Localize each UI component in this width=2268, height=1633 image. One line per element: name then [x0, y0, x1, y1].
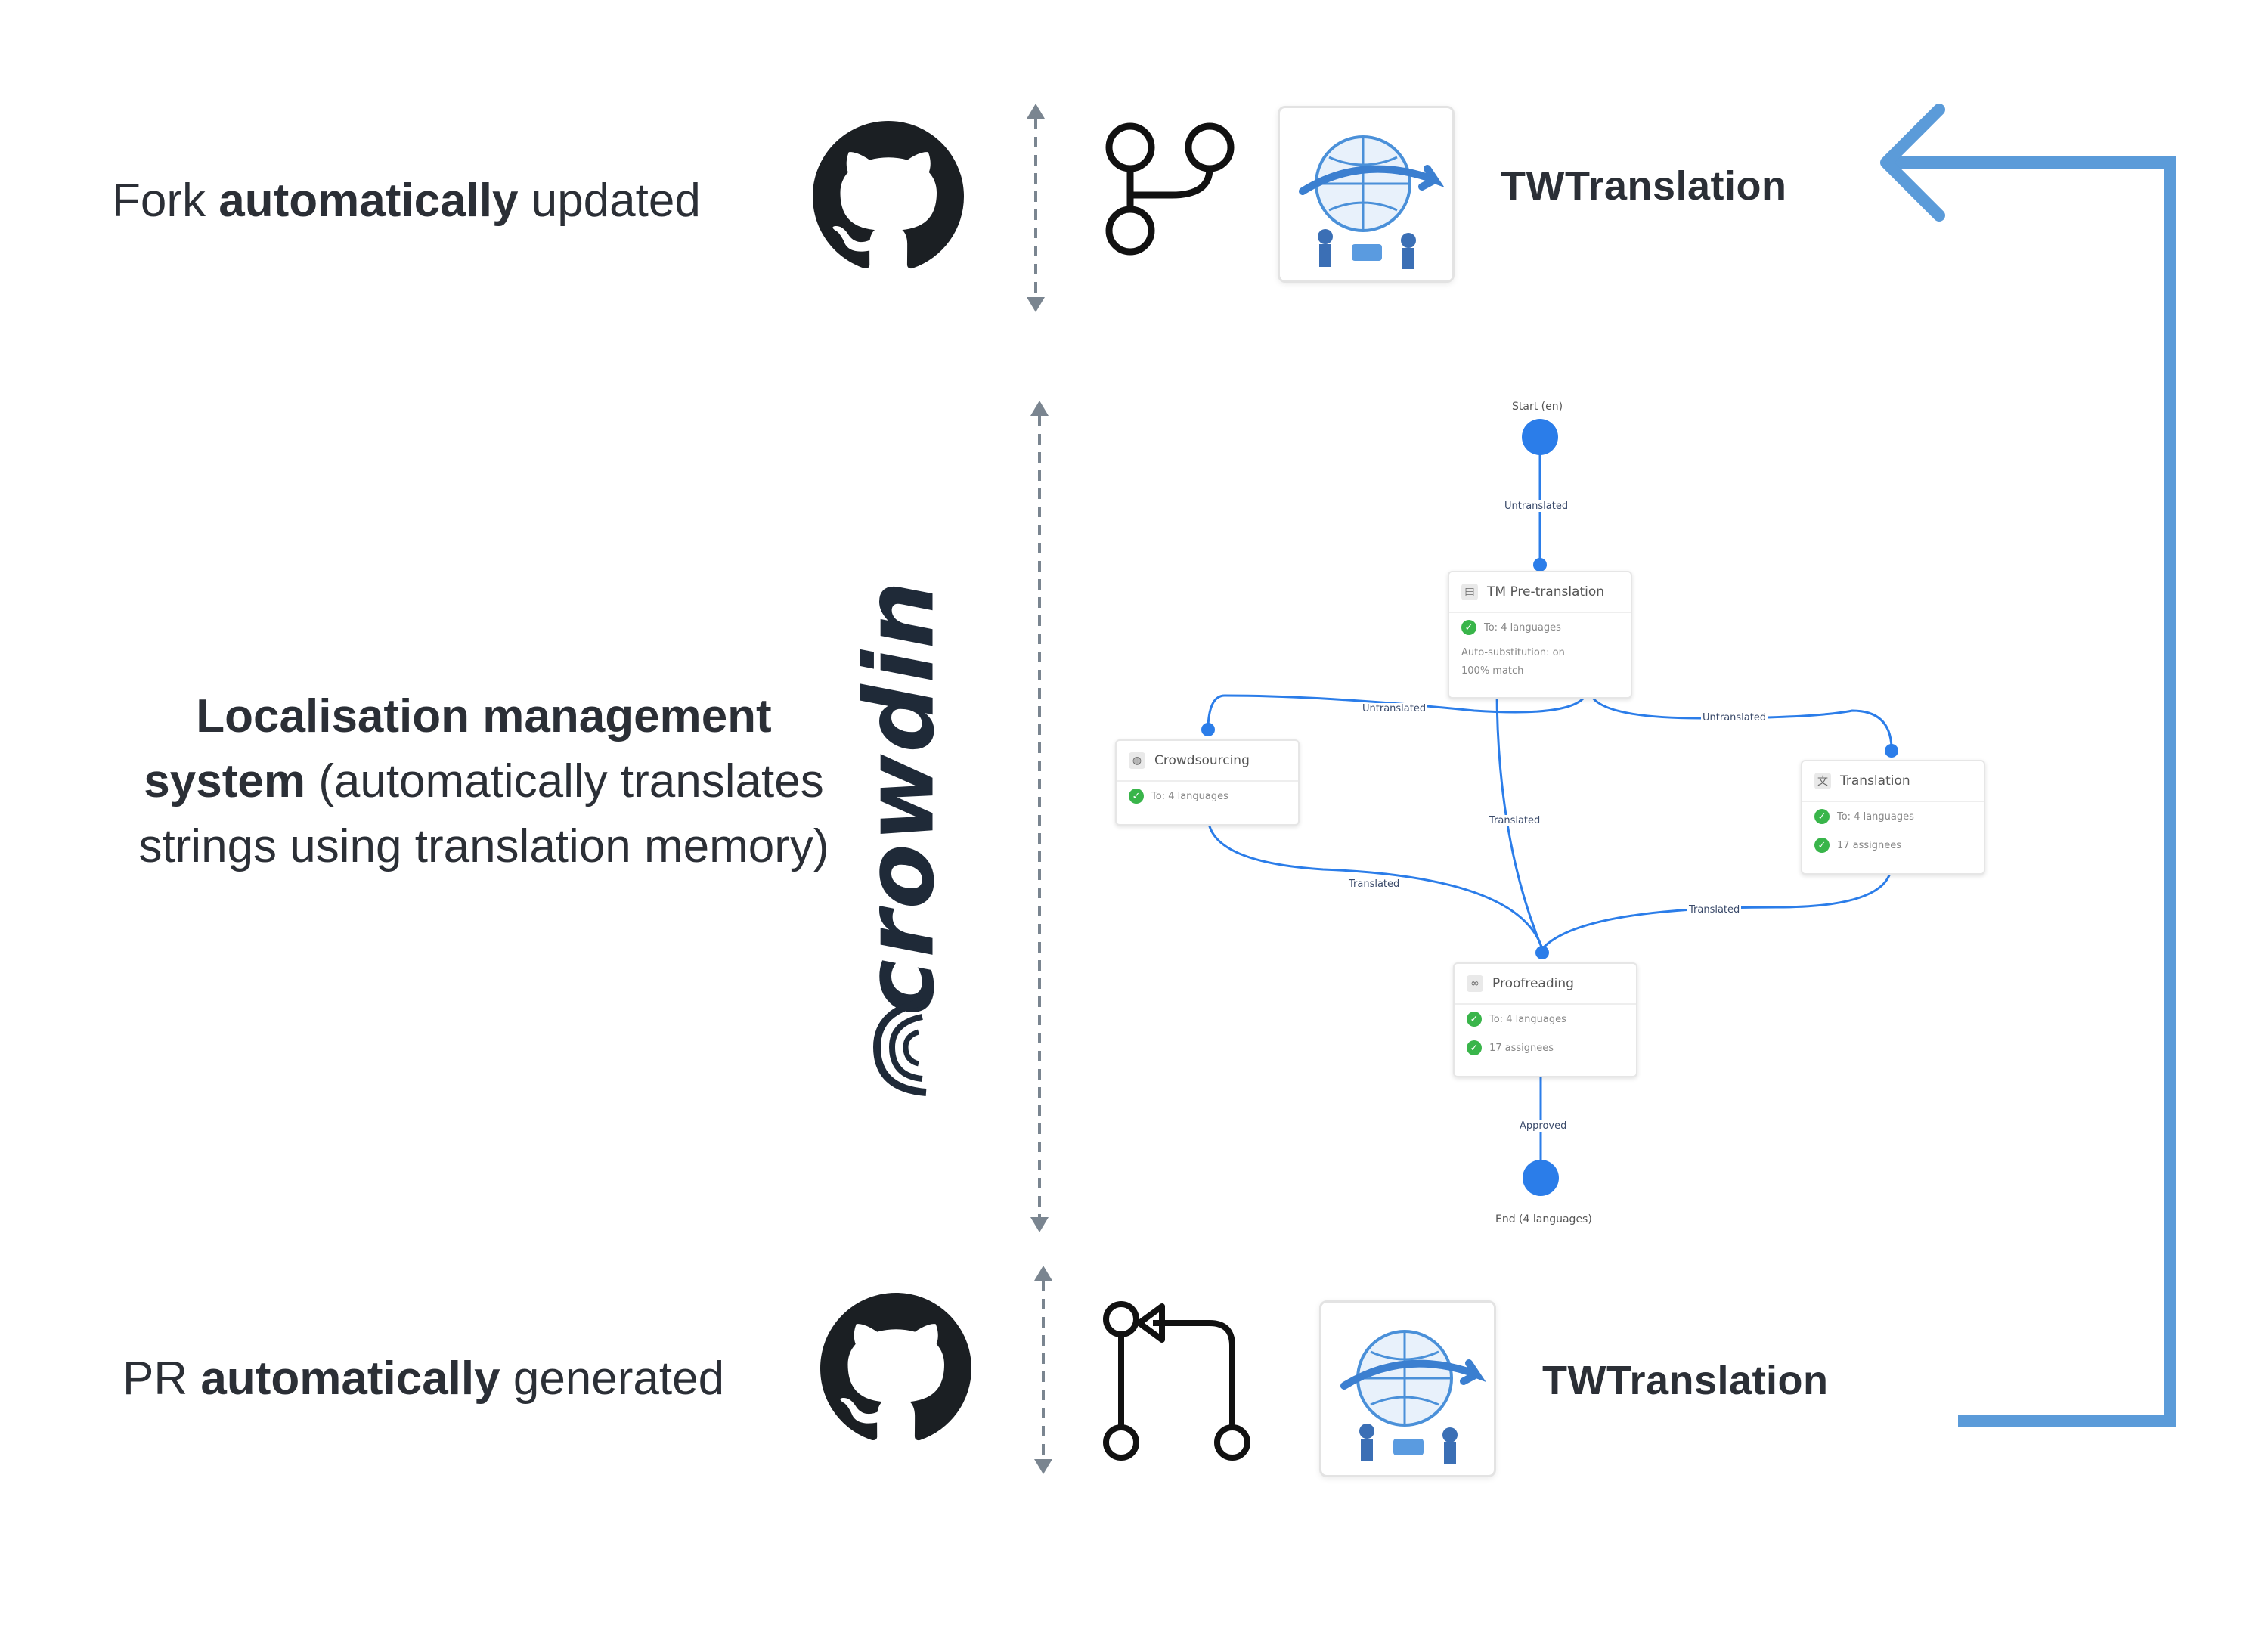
node-row: 100% match: [1461, 665, 1524, 677]
pr-caption: PR automatically generated: [122, 1353, 725, 1405]
repo-thumbnail-top: [1278, 106, 1455, 283]
crowdin-logo: [872, 998, 927, 1096]
workflow-node-translation[interactable]: 文 Translation ✓ To: 4 languages ✓ 17 ass…: [1801, 760, 1985, 875]
translation-logo: [1340, 1330, 1486, 1464]
node-header: ◍ Crowdsourcing: [1117, 741, 1298, 782]
double-arrow-divider: [1034, 1266, 1052, 1474]
edge-label-untranslated-left: Untranslated: [1361, 703, 1428, 714]
node-row: ✓ 17 assignees: [1802, 831, 1984, 860]
workflow-node-crowdsourcing[interactable]: ◍ Crowdsourcing ✓ To: 4 languages: [1115, 739, 1300, 826]
github-icon: [820, 1293, 971, 1441]
repo-thumbnail-bottom: [1319, 1300, 1496, 1477]
node-row: ✓ To: 4 languages: [1455, 1005, 1636, 1033]
workflow-start-label: Start (en): [1512, 401, 1563, 413]
crowdin-wordmark: crowdin: [844, 579, 956, 1016]
edge-label-translated-mid: Translated: [1488, 815, 1542, 826]
edge-label-translated-right: Translated: [1687, 904, 1742, 916]
repo-name-top[interactable]: TWTranslation: [1501, 163, 1787, 209]
double-arrow-divider: [1027, 104, 1045, 312]
edge-label-untranslated-top: Untranslated: [1503, 500, 1570, 512]
edge-label-untranslated-right: Untranslated: [1701, 712, 1768, 724]
workflow-edges: [1201, 419, 1898, 1196]
check-icon: ✓: [1461, 620, 1476, 635]
glasses-icon: ∞: [1467, 975, 1483, 992]
check-icon: ✓: [1814, 838, 1830, 853]
pull-request-icon: [1103, 1301, 1250, 1461]
github-icon: [813, 121, 964, 269]
node-row: ✓ To: 4 languages: [1449, 613, 1631, 642]
translate-icon: 文: [1814, 773, 1831, 789]
fork-caption: Fork automatically updated: [112, 175, 701, 227]
node-row: ✓ To: 4 languages: [1802, 802, 1984, 831]
return-arrow: [1880, 104, 2176, 1427]
node-header: ∞ Proofreading: [1455, 964, 1636, 1005]
globe-icon: ◍: [1129, 752, 1145, 769]
node-row: Auto-substitution: on: [1461, 647, 1565, 658]
check-icon: ✓: [1467, 1012, 1482, 1027]
node-row: ✓ To: 4 languages: [1117, 782, 1298, 810]
repo-name-bottom[interactable]: TWTranslation: [1542, 1358, 1829, 1403]
workflow-end-label: End (4 languages): [1495, 1213, 1592, 1226]
workflow-node-tm[interactable]: ▤ TM Pre-translation ✓ To: 4 languages A…: [1448, 571, 1632, 699]
lms-caption: Localisation management system (automati…: [138, 690, 829, 872]
crowdin-brand: crowdin: [844, 580, 956, 1104]
check-icon: ✓: [1129, 789, 1144, 804]
check-icon: ✓: [1467, 1040, 1482, 1055]
edge-label-approved: Approved: [1518, 1120, 1569, 1132]
node-row: ✓ 17 assignees: [1455, 1033, 1636, 1062]
check-icon: ✓: [1814, 809, 1830, 824]
translation-logo: [1299, 135, 1445, 269]
node-header: ▤ TM Pre-translation: [1449, 572, 1631, 613]
fork-icon: [1105, 122, 1235, 256]
workflow-node-proofreading[interactable]: ∞ Proofreading ✓ To: 4 languages ✓ 17 as…: [1453, 962, 1637, 1077]
double-arrow-divider: [1030, 401, 1049, 1232]
edge-label-translated-left: Translated: [1347, 878, 1402, 890]
memory-icon: ▤: [1461, 584, 1478, 600]
workflow-diagram: Start (en) End (4 languages) Untranslate…: [1096, 386, 2003, 1255]
node-header: 文 Translation: [1802, 761, 1984, 802]
